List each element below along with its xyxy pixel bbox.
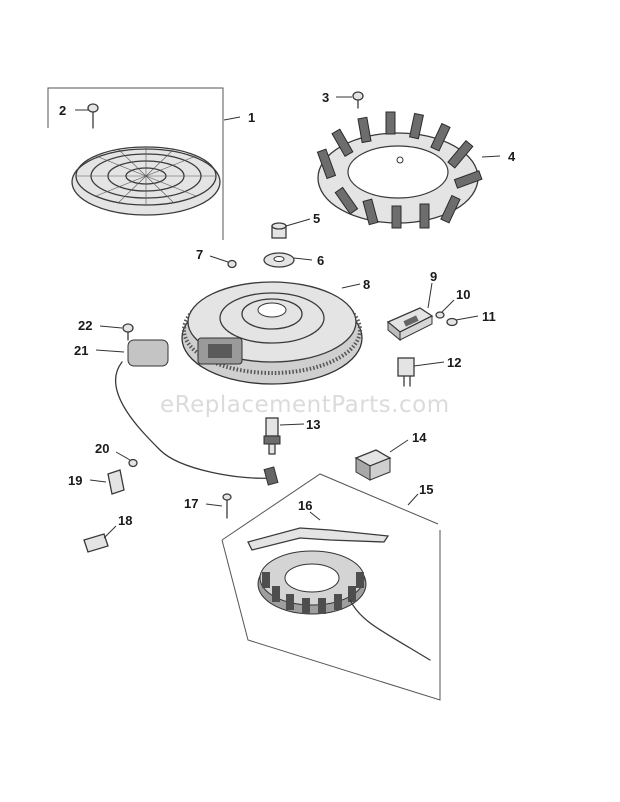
part-1-grass-screen [71,146,221,216]
part-6-washer [263,252,295,268]
part-10-washer [435,311,445,319]
callout-16: 16 [298,498,312,513]
part-22-screw [122,323,134,341]
callout-20: 20 [95,441,109,456]
callout-8: 8 [363,277,370,292]
stator-group-frame-side [221,530,441,701]
callout-22: 22 [78,318,92,333]
part-7-key [227,259,237,269]
part-17-screw [222,493,232,519]
part-16-bracket [247,527,390,551]
part-9-rectifier [386,307,434,342]
callout-4: 4 [508,149,516,164]
part-12-connector [397,357,415,387]
callout-6: 6 [317,253,324,268]
part-14-relay [354,449,392,481]
callout-14: 14 [412,430,427,445]
part-19-bracket [107,469,125,495]
screen-group-frame [47,87,224,240]
callout-18: 18 [118,513,132,528]
callout-13: 13 [306,417,320,432]
part-20-nut [128,458,138,468]
part-18-clip [83,533,109,553]
callout-10: 10 [456,287,470,302]
part-3-screw [352,91,364,109]
callout-1: 1 [248,110,255,125]
stator-group-frame-top [221,473,439,541]
callout-17: 17 [184,496,198,511]
part-11-nut [446,317,458,327]
part-4-fan [316,111,483,229]
callout-7: 7 [196,247,203,262]
callout-9: 9 [430,269,437,284]
part-15-stator [257,550,431,661]
leader-lines [75,96,501,539]
part-8-flywheel [181,281,363,385]
callout-3: 3 [322,90,329,105]
part-2-screw [87,103,99,129]
callout-15: 15 [419,482,433,497]
part-13-spark-plug [263,417,281,455]
callout-11: 11 [482,309,496,324]
callout-12: 12 [447,355,461,370]
callout-2: 2 [59,103,66,118]
callout-21: 21 [74,343,88,358]
callout-19: 19 [68,473,82,488]
part-21-ignition-coil [115,339,279,486]
callout-5: 5 [313,211,320,226]
watermark-text: eReplacementParts.com [160,392,450,418]
part-5-nut [271,222,287,239]
